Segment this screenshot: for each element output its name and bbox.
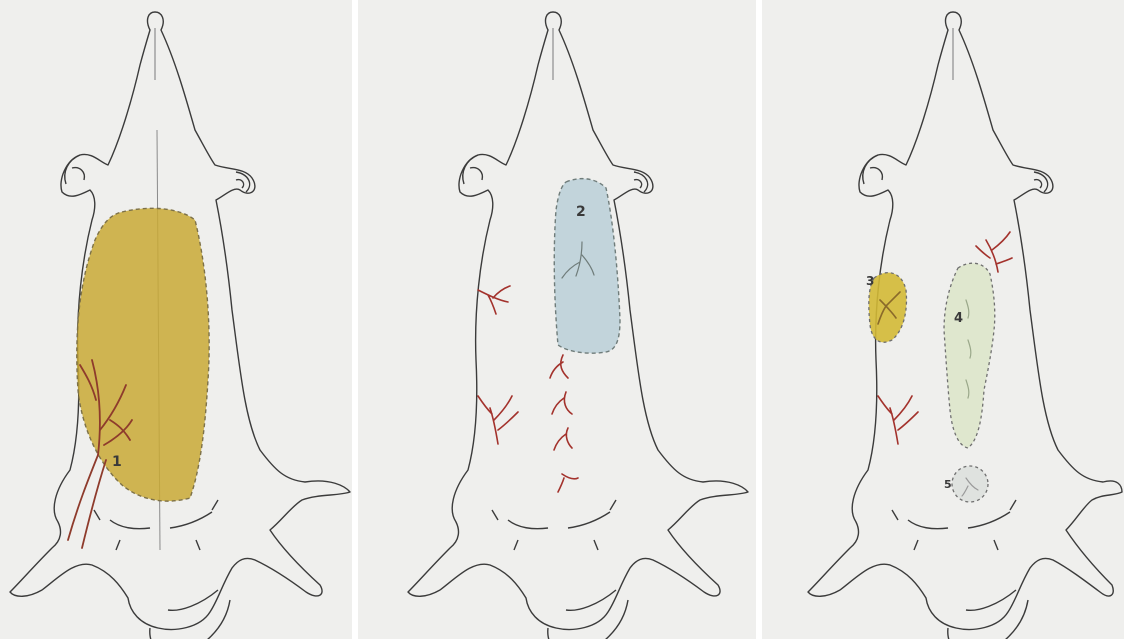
panel-2: 2	[358, 0, 756, 639]
panel-1: 1	[0, 0, 352, 639]
label-2: 2	[576, 204, 586, 220]
paper-background	[762, 0, 1124, 639]
rat-diagram-3: 3 4 5	[762, 0, 1124, 639]
panel-3: 3 4 5	[762, 0, 1124, 639]
label-4: 4	[954, 311, 963, 326]
label-3: 3	[866, 274, 874, 288]
label-5: 5	[944, 478, 952, 491]
rat-diagram-2: 2	[358, 0, 756, 639]
rat-diagram-1: 1	[0, 0, 352, 639]
label-1: 1	[112, 454, 122, 470]
